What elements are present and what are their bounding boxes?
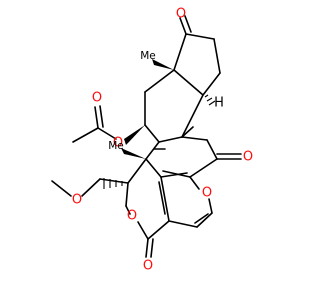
atom-ring-junction-h: H xyxy=(214,96,224,111)
stereo-bonds xyxy=(103,59,216,189)
atom-furan-o: O xyxy=(202,186,212,201)
atom-methoxy-o: O xyxy=(72,193,82,208)
atom-ketone-top-o: O xyxy=(176,7,186,22)
atom-methyl-upper: Me xyxy=(140,50,156,62)
atom-lactone-carbonyl-o: O xyxy=(143,259,153,274)
atom-lactone-ring-o: O xyxy=(127,209,137,224)
molecule-drawing: O O O O O O O O H Me Me xyxy=(51,7,253,274)
structure-canvas: O O O O O O O O H Me Me xyxy=(51,7,253,274)
bond-skeleton xyxy=(51,15,242,258)
atom-ketone-right-o: O xyxy=(243,150,253,165)
atom-acetate-ester-o: O xyxy=(113,136,123,151)
atom-acetate-carbonyl-o: O xyxy=(92,91,102,106)
atom-labels: O O O O O O O O H Me Me xyxy=(72,7,253,274)
atom-methyl-lower: Me xyxy=(108,140,124,152)
